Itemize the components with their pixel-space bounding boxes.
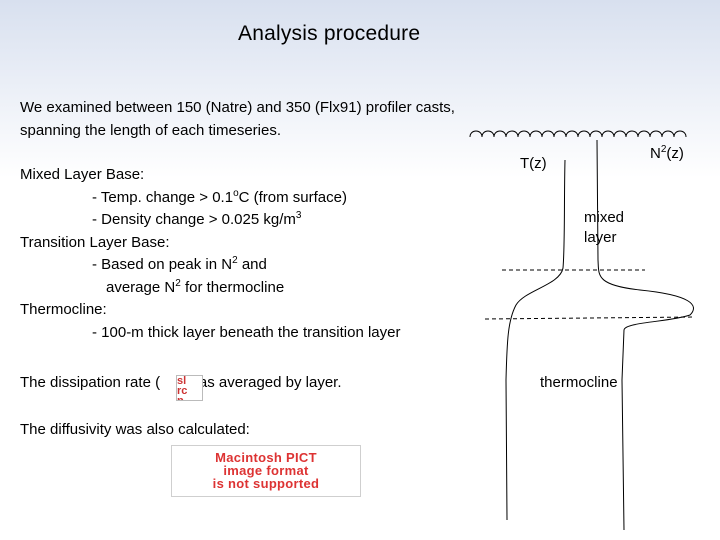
thermocline-heading: Thermocline: (20, 301, 107, 318)
mixed-layer-label-line-1: mixed (584, 209, 625, 226)
mixed-layer-heading: Mixed Layer Base: (20, 166, 145, 183)
transition-layer-base-line (484, 316, 696, 320)
n2-label: N2(z) (650, 144, 684, 163)
broken-epsilon-image: sl rc p (176, 375, 203, 401)
thermocline-definition: - 100-m thick layer beneath the transiti… (92, 323, 401, 341)
pict-placeholder-line-3: is not supported (212, 476, 320, 491)
diffusivity-text: The diffusivity was also calculated: (20, 421, 250, 438)
intro-text: We examined between 150 (Natre) and 350 … (20, 97, 455, 344)
mixed-layer-temp-criterion: - Temp. change > 0.1oC (from surface) (92, 187, 347, 206)
sea-surface-waves (469, 130, 687, 138)
temperature-label: T(z) (520, 155, 547, 172)
transition-criterion-line-1: - Based on peak in N2 and (92, 255, 267, 274)
slide-title: Analysis procedure (238, 22, 421, 45)
transition-layer-heading: Transition Layer Base: (20, 233, 170, 251)
pict-placeholder-line-1: Macintosh PICT (215, 450, 317, 465)
mixed-layer-label-line-2: layer (584, 229, 617, 246)
transition-criterion-line-2: average N2 for thermocline (106, 277, 285, 296)
temperature-profile-curve (505, 159, 566, 521)
dissipation-text: The dissipation rate (was averaged by la… (20, 374, 342, 391)
mixed-layer-density-criterion: - Density change > 0.025 kg/m3 (92, 210, 302, 229)
pict-placeholder-line-2: image format (223, 463, 309, 478)
intro-line-1: We examined between 150 (Natre) and 350 … (20, 99, 455, 116)
thermocline-label: thermocline (540, 374, 618, 391)
intro-line-2: spanning the length of each timeseries. (20, 121, 281, 139)
pict-unsupported-placeholder: Macintosh PICT image format is not suppo… (171, 445, 361, 497)
n2-profile-curve (596, 139, 694, 531)
